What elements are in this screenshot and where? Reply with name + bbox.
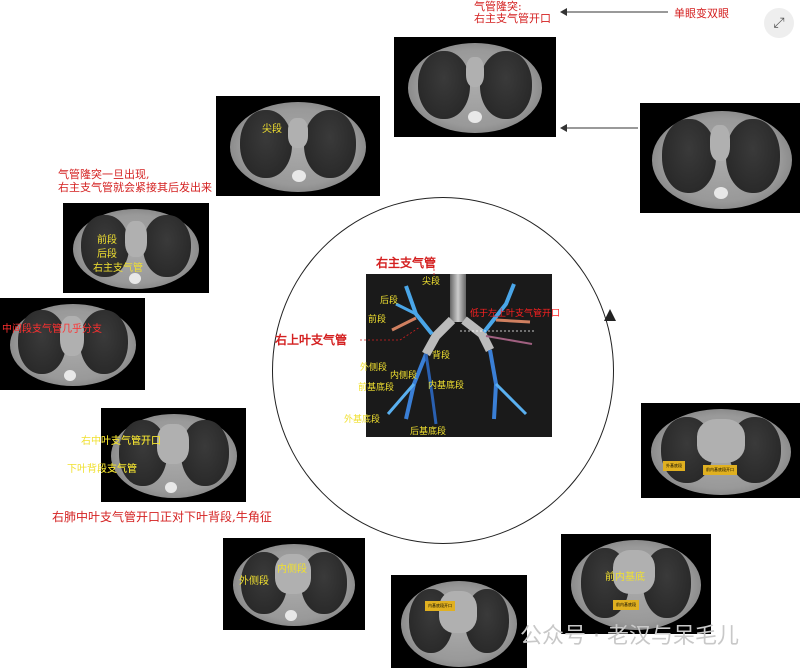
- ct-label-lower-superior: 下叶背段支气管: [101, 464, 137, 475]
- carina-note-line1: 气管隆突一旦出现,: [58, 168, 150, 181]
- arrow-left-icon: [560, 8, 668, 16]
- ct-slice-right-upper: 前段 后段 右主支气管: [63, 203, 209, 293]
- ct-label-lower-superior-ext: 下叶背段支气管: [67, 464, 137, 475]
- right-main-opening-label: 右主支气管开口: [474, 12, 551, 25]
- carina-note-line2: 右主支气管就会紧接其后发出来: [58, 181, 212, 194]
- tree-label-inner-basal: 内基底段: [428, 381, 465, 391]
- ct-label-middle-opening-ext: 右中叶支气管开口: [81, 436, 161, 447]
- cycle-ring: [272, 197, 614, 544]
- bronchial-tree-diagram: 尖段 后段 前段 外侧段 内侧段 背段 前基底段 内基底段 外基底段 后基底段 …: [344, 274, 560, 437]
- arrow-left-icon: [560, 124, 638, 132]
- ct-label-intermediate: 中间段支气管几乎分支: [2, 324, 102, 335]
- ct-label-right-main: 右主支气管: [93, 263, 143, 274]
- tree-label-apical: 尖段: [422, 277, 441, 287]
- arrow-up-icon: [604, 309, 616, 321]
- tree-label-posterior-basal: 后基底段: [410, 427, 447, 437]
- ct-tag-anterior-medial-opening: 前内基底段开口: [703, 465, 737, 475]
- ct-tag-anterior-medial: 前内基底段: [613, 600, 639, 610]
- ct-label-middle-opening: 右中叶支气管开口: [101, 436, 161, 447]
- ct-slice-apical: 尖段: [216, 96, 380, 196]
- tree-label-posterior: 后段: [380, 296, 399, 306]
- ct-tag-outer-basal: 外基底段: [663, 461, 685, 471]
- tree-label-superior: 背段: [432, 351, 451, 361]
- ct-label-anterior: 前段: [97, 235, 117, 246]
- ct-slice-right-main: [640, 103, 800, 213]
- ct-label-posterior: 后段: [97, 249, 117, 260]
- carina-title: 气管隆突:: [474, 0, 522, 13]
- tree-label-medial: 内侧段: [390, 371, 418, 381]
- single-double-eye-note: 单眼变双眼: [674, 7, 729, 20]
- tree-title-right-main: 右主支气管: [376, 256, 437, 270]
- middle-lobe-note: 右肺中叶支气管开口正对下叶背段,牛角征: [52, 510, 272, 524]
- ct-slice-medial-lateral: 外侧段 内侧段: [223, 538, 365, 630]
- tree-label-medial-basal: 前基底段: [358, 383, 395, 393]
- ct-label-anterior-medial: 前内基底: [605, 572, 645, 583]
- ct-slice-lower-basal: 外基底段 前内基底段开口: [641, 403, 800, 498]
- expand-icon[interactable]: ⤢: [764, 8, 794, 38]
- ct-slice-anterior-medial: 前内基底 前内基底段: [561, 534, 711, 634]
- ct-tag-inner-basal: 内基底段开口: [425, 601, 455, 611]
- tree-label-lateral-basal: 外基底段: [344, 415, 381, 425]
- watermark: 公众号 · 老汉与呆毛儿: [520, 624, 739, 649]
- tree-title-right-upper: 右上叶支气管: [275, 333, 348, 347]
- ct-slice-basal: 内基底段开口: [391, 575, 527, 668]
- ct-label-apical: 尖段: [262, 124, 282, 135]
- ct-label-medial: 内侧段: [277, 564, 307, 575]
- ct-slice-middle-lobe: 右中叶支气管开口 下叶背段支气管: [101, 408, 246, 502]
- leader-lines: [360, 265, 536, 341]
- ct-label-lateral: 外侧段: [239, 576, 269, 587]
- ct-slice-intermediate: 中间段支气管几乎分支: [0, 298, 145, 390]
- ct-slice-carina: [394, 37, 556, 137]
- tree-label-left-opening: 低于左上叶支气管开口: [470, 309, 561, 319]
- tree-label-lateral: 外侧段: [360, 363, 388, 373]
- tree-label-anterior: 前段: [368, 315, 387, 325]
